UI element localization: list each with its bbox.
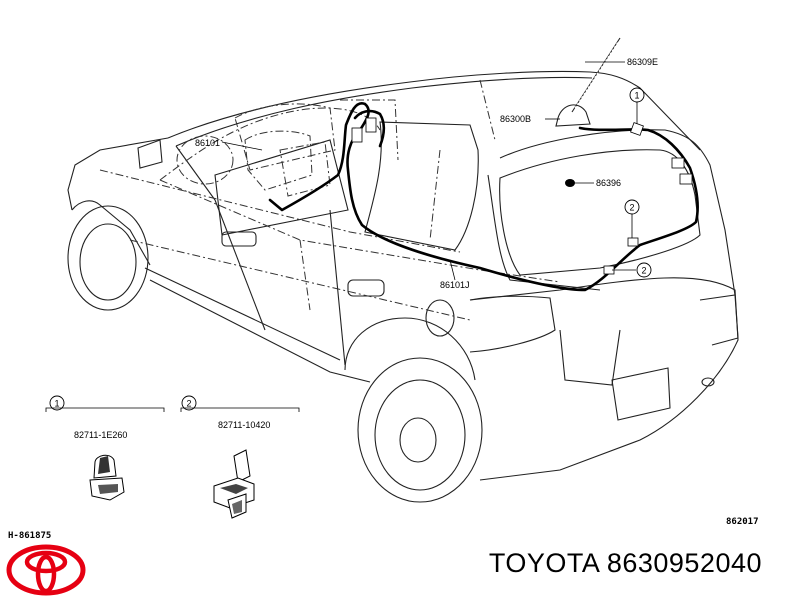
interior-outline [99, 79, 561, 321]
detail-2: 2 82711-10420 [180, 395, 300, 519]
toyota-logo-icon [6, 544, 86, 596]
marker-1-on-car: 1 [629, 87, 645, 103]
svg-text:2: 2 [186, 399, 191, 409]
svg-text:2: 2 [641, 266, 646, 276]
antenna-cord [268, 102, 699, 292]
detail-1: 1 82711-1E260 [45, 395, 165, 501]
drawing-code-left: H-861875 [8, 531, 51, 541]
callout-86309E: 86309E [627, 57, 658, 67]
clip-1-icon [89, 454, 125, 501]
svg-text:1: 1 [54, 399, 59, 409]
drawing-code-right: 862017 [726, 517, 759, 527]
marker-2-on-car-upper: 2 [624, 199, 640, 215]
marker-2-on-car-lower: 2 [636, 262, 652, 278]
callout-86101J: 86101J [440, 280, 470, 290]
callout-86300B: 86300B [500, 114, 531, 124]
callout-86101: 86101 [195, 138, 220, 148]
detail-2-part-number: 82711-10420 [218, 420, 270, 430]
clamp-markers [351, 117, 693, 275]
callout-leaders [221, 61, 638, 281]
clip-2-icon [213, 449, 255, 519]
car-outline [67, 70, 739, 503]
callout-86396: 86396 [596, 178, 621, 188]
svg-text:2: 2 [629, 203, 634, 213]
detail-1-part-number: 82711-1E260 [74, 430, 127, 440]
svg-text:1: 1 [634, 91, 639, 101]
antenna-assembly [555, 37, 621, 187]
footer-title: TOYOTA 8630952040 [488, 548, 762, 578]
